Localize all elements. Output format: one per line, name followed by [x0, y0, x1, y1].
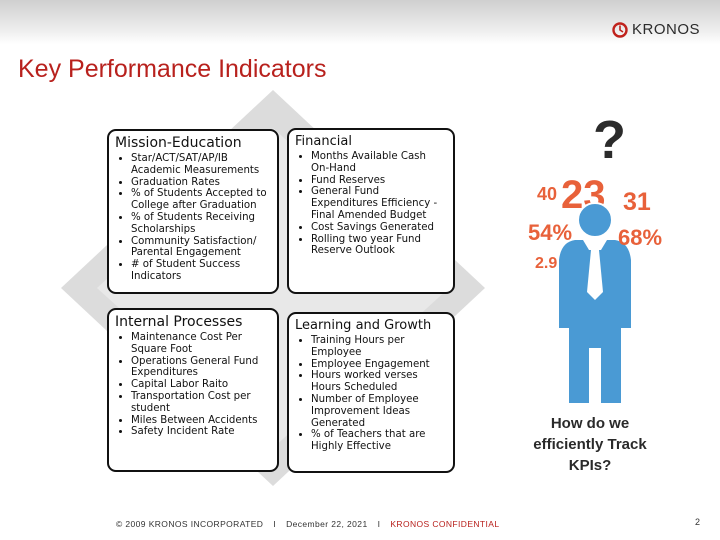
- list-item: Community Satisfaction/ Parental Engagem…: [131, 236, 271, 260]
- list-item: Operations General Fund Expenditures: [131, 356, 271, 380]
- figure-number: 54%: [528, 220, 572, 245]
- copyright-text: © 2009 KRONOS INCORPORATED: [116, 519, 264, 529]
- quadrant-learning-growth: Learning and Growth Training Hours per E…: [287, 312, 455, 473]
- footer-separator: I: [273, 519, 277, 529]
- figure-number: 31: [623, 188, 651, 216]
- figure-number: 68%: [618, 225, 662, 250]
- list-item: Training Hours per Employee: [311, 335, 447, 359]
- list-item: General Fund Expenditures Efficiency - F…: [311, 186, 447, 221]
- tie-icon: [587, 250, 603, 300]
- quadrant-list: Training Hours per Employee Employee Eng…: [295, 335, 447, 453]
- list-item: % of Teachers that are Highly Effective: [311, 429, 447, 453]
- list-item: % of Students Accepted to College after …: [131, 188, 271, 212]
- figure-number: 40: [537, 184, 557, 204]
- figure-head: [577, 202, 613, 238]
- list-item: % of Students Receiving Scholarships: [131, 212, 271, 236]
- footer: © 2009 KRONOS INCORPORATED I December 22, …: [116, 519, 499, 529]
- quadrant-list: Maintenance Cost Per Square Foot Operati…: [115, 332, 271, 438]
- quadrant-list: Star/ACT/SAT/AP/IB Academic Measurements…: [115, 153, 271, 283]
- quadrant-list: Months Available Cash On-Hand Fund Reser…: [295, 151, 447, 257]
- kronos-clock-icon: [612, 21, 628, 38]
- list-item: Safety Incident Rate: [131, 426, 271, 438]
- quadrant-financial: Financial Months Available Cash On-Hand …: [287, 128, 455, 294]
- list-item: Transportation Cost per student: [131, 391, 271, 415]
- list-item: Star/ACT/SAT/AP/IB Academic Measurements: [131, 153, 271, 177]
- figure-collar: [583, 240, 607, 250]
- figure-number: 2.9: [535, 255, 557, 272]
- footer-date: December 22, 2021: [286, 519, 368, 529]
- quadrant-heading: Internal Processes: [115, 314, 243, 330]
- list-item: Hours worked verses Hours Scheduled: [311, 370, 447, 394]
- list-item: Months Available Cash On-Hand: [311, 151, 447, 175]
- list-item: Employee Engagement: [311, 359, 447, 371]
- list-item: Capital Labor Raito: [131, 379, 271, 391]
- list-item: Miles Between Accidents: [131, 415, 271, 427]
- quadrant-heading: Learning and Growth: [295, 318, 432, 333]
- quadrant-heading: Financial: [295, 134, 352, 149]
- footer-separator: I: [377, 519, 381, 529]
- quadrant-internal-processes: Internal Processes Maintenance Cost Per …: [107, 308, 279, 472]
- quadrant-heading: Mission-Education: [115, 135, 242, 151]
- list-item: Fund Reserves: [311, 175, 447, 187]
- page-title: Key Performance Indicators: [18, 55, 327, 83]
- confidential-label: KRONOS CONFIDENTIAL: [390, 519, 500, 529]
- list-item: Cost Savings Generated: [311, 222, 447, 234]
- list-item: Rolling two year Fund Reserve Outlook: [311, 234, 447, 258]
- page-number: 2: [694, 517, 700, 527]
- kronos-logo: KRONOS: [612, 21, 700, 38]
- figure-caption: How do we efficiently Track KPIs?: [533, 415, 647, 474]
- list-item: Maintenance Cost Per Square Foot: [131, 332, 271, 356]
- logo-text: KRONOS: [631, 21, 700, 38]
- quadrant-mission-education: Mission-Education Star/ACT/SAT/AP/IB Aca…: [107, 129, 279, 294]
- list-item: Number of Employee Improvement Ideas Gen…: [311, 394, 447, 429]
- question-mark-icon: ?: [593, 110, 626, 170]
- person-figure-illustration: ? 40 23 31 54% 68% 2.9: [528, 110, 662, 403]
- list-item: # of Student Success Indicators: [131, 259, 271, 283]
- figure-body: [559, 240, 631, 403]
- list-item: Graduation Rates: [131, 177, 271, 189]
- header-bar: KRONOS: [0, 0, 720, 44]
